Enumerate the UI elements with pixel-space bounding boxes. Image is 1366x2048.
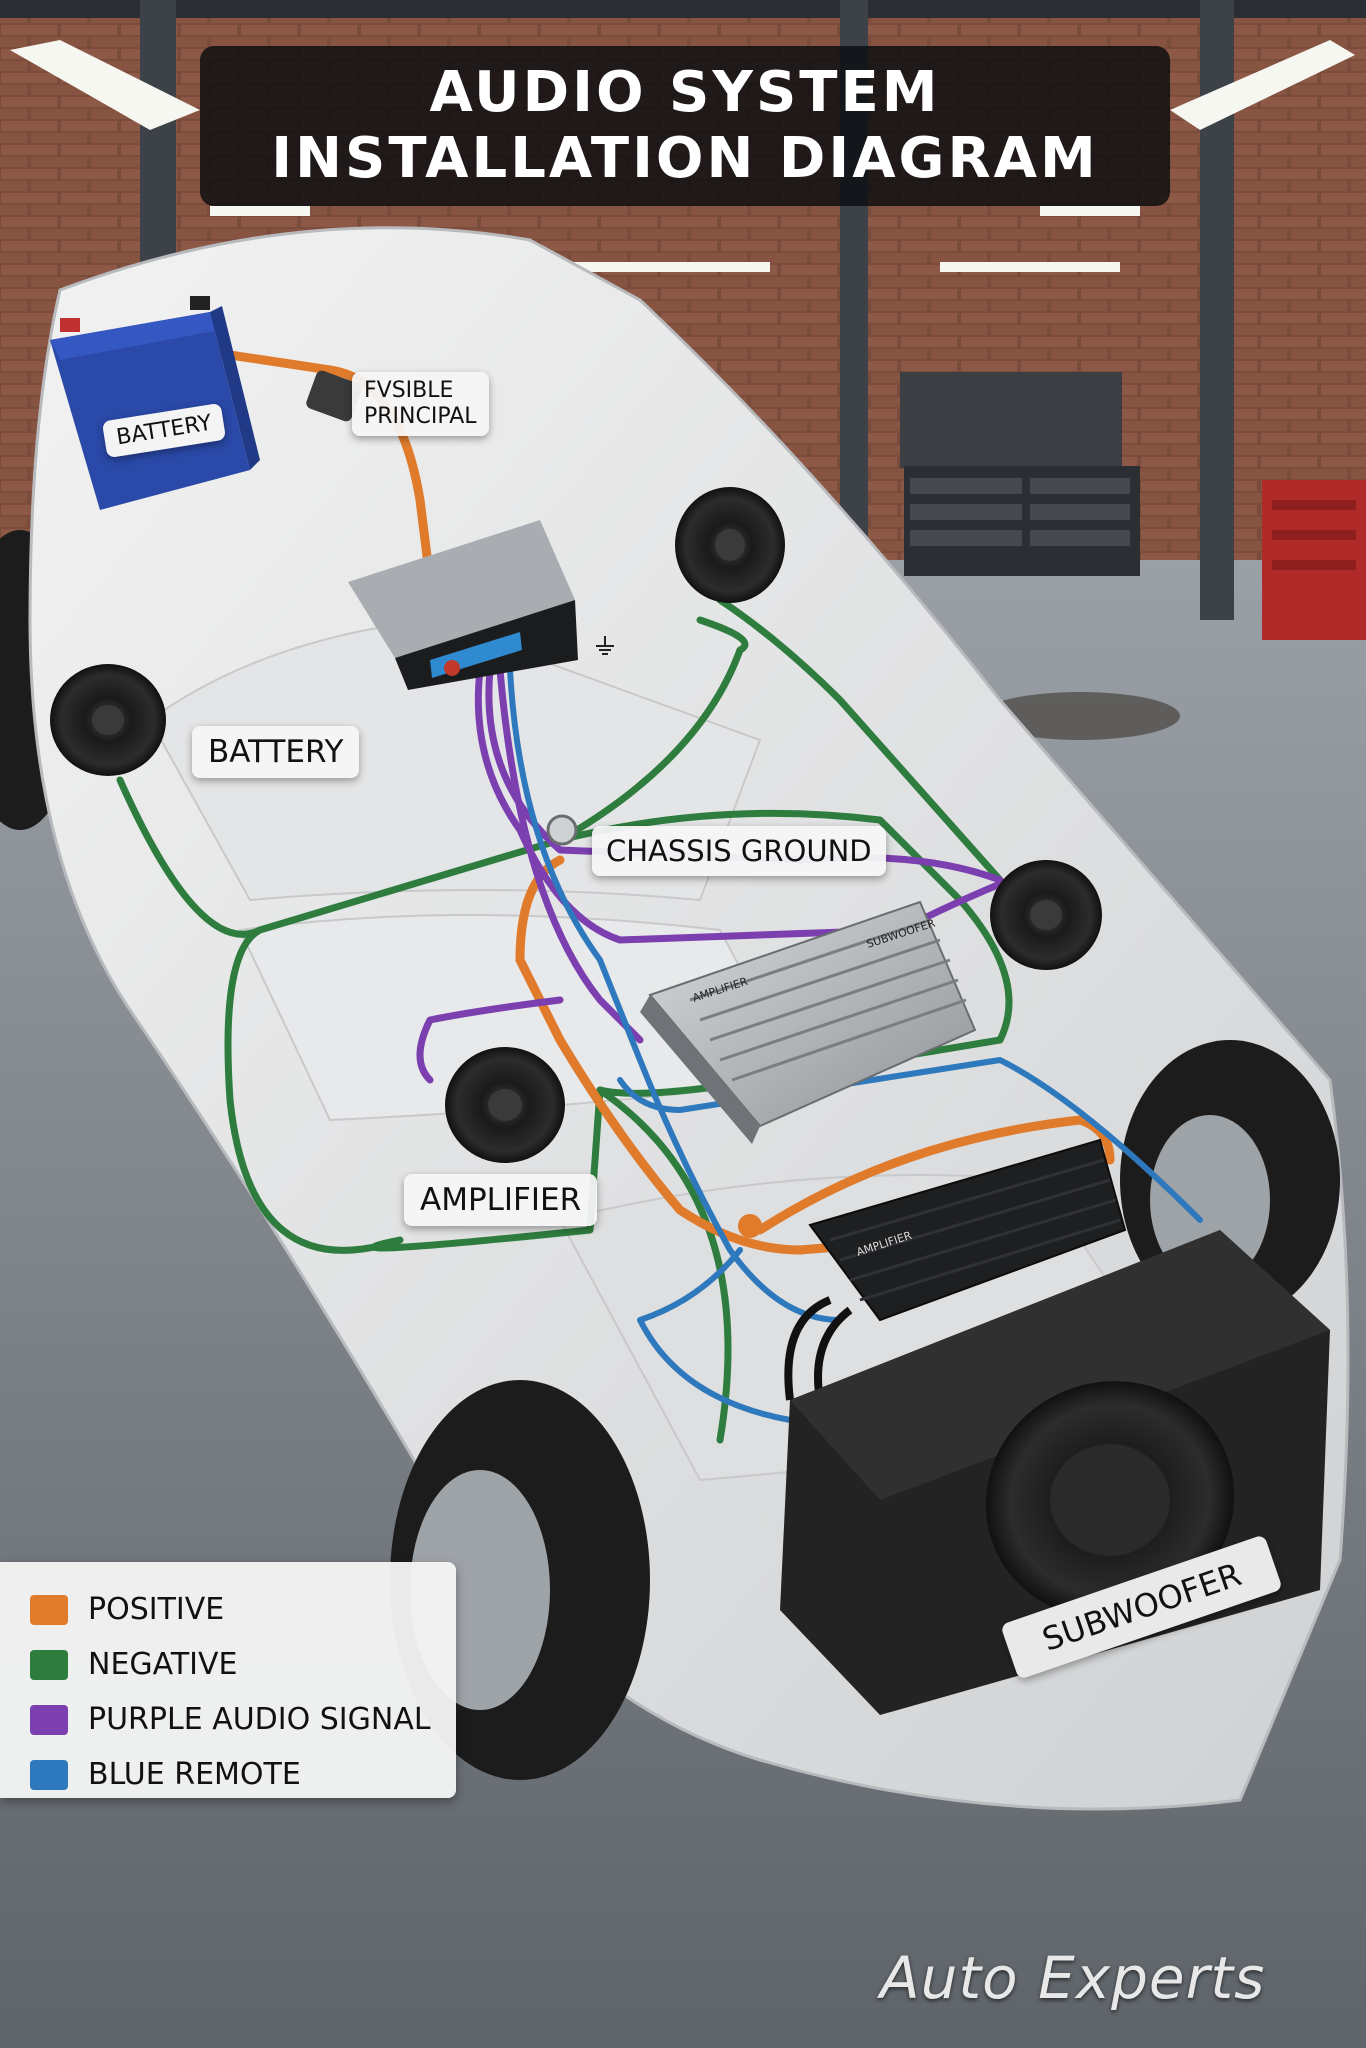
- distribution-junction: [738, 1214, 762, 1238]
- wire-legend: POSITIVE NEGATIVE PURPLE AUDIO SIGNAL BL…: [0, 1562, 456, 1798]
- speaker-rear-right: [990, 860, 1102, 970]
- battery-callout: BATTERY: [192, 726, 360, 778]
- legend-label: POSITIVE: [88, 1592, 225, 1627]
- speaker-front-left: [50, 664, 166, 776]
- wire-remote: [507, 667, 843, 1323]
- legend-label: PURPLE AUDIO SIGNAL: [88, 1702, 431, 1737]
- speaker-front-right: [675, 487, 785, 603]
- chassis-ground-bolt: [546, 814, 578, 846]
- title-line-1: AUDIO SYSTEM: [429, 60, 941, 125]
- legend-swatch: [30, 1759, 68, 1790]
- chassis-ground-callout: CHASSIS GROUND: [592, 826, 886, 876]
- amplifier-callout: AMPLIFIER: [404, 1174, 598, 1226]
- main-fuse-holder: [306, 370, 362, 422]
- brand-logo: Auto Experts: [880, 1944, 1266, 2012]
- legend-label: NEGATIVE: [88, 1647, 238, 1682]
- legend-swatch: [30, 1649, 68, 1680]
- ceiling-beam: [0, 0, 1366, 18]
- legend-swatch: [30, 1704, 68, 1735]
- speaker-rear-left: [445, 1047, 565, 1163]
- wire-audio: [474, 666, 1014, 944]
- ceiling-lights: [10, 40, 1355, 272]
- red-tool-chest: [1262, 480, 1366, 640]
- tool-cabinet: [900, 372, 1140, 576]
- amplifier-silver: AMPLIFIER SUBWOOFER: [640, 900, 977, 1144]
- legend-item-remote: BLUE REMOTE: [30, 1747, 456, 1802]
- legend-swatch: [30, 1594, 68, 1625]
- ground-symbol-icon: [596, 636, 614, 655]
- battery: [50, 296, 260, 510]
- legend-item-positive: POSITIVE: [30, 1582, 456, 1637]
- title-line-2: INSTALLATION DIAGRAM: [271, 126, 1099, 191]
- amplifier-black: AMPLIFIER: [784, 1138, 1127, 1401]
- oil-stain: [980, 692, 1180, 740]
- main-fuse-label-line-2: PRINCIPAL: [364, 404, 477, 429]
- legend-item-audio: PURPLE AUDIO SIGNAL: [30, 1692, 456, 1747]
- head-unit: [348, 520, 578, 690]
- main-fuse-label-line-1: FVSIBLE: [364, 378, 454, 403]
- main-fuse-label: FVSIBLE PRINCIPAL: [352, 372, 489, 436]
- title-banner: AUDIO SYSTEM INSTALLATION DIAGRAM: [200, 46, 1170, 206]
- legend-label: BLUE REMOTE: [88, 1757, 301, 1792]
- legend-item-negative: NEGATIVE: [30, 1637, 456, 1692]
